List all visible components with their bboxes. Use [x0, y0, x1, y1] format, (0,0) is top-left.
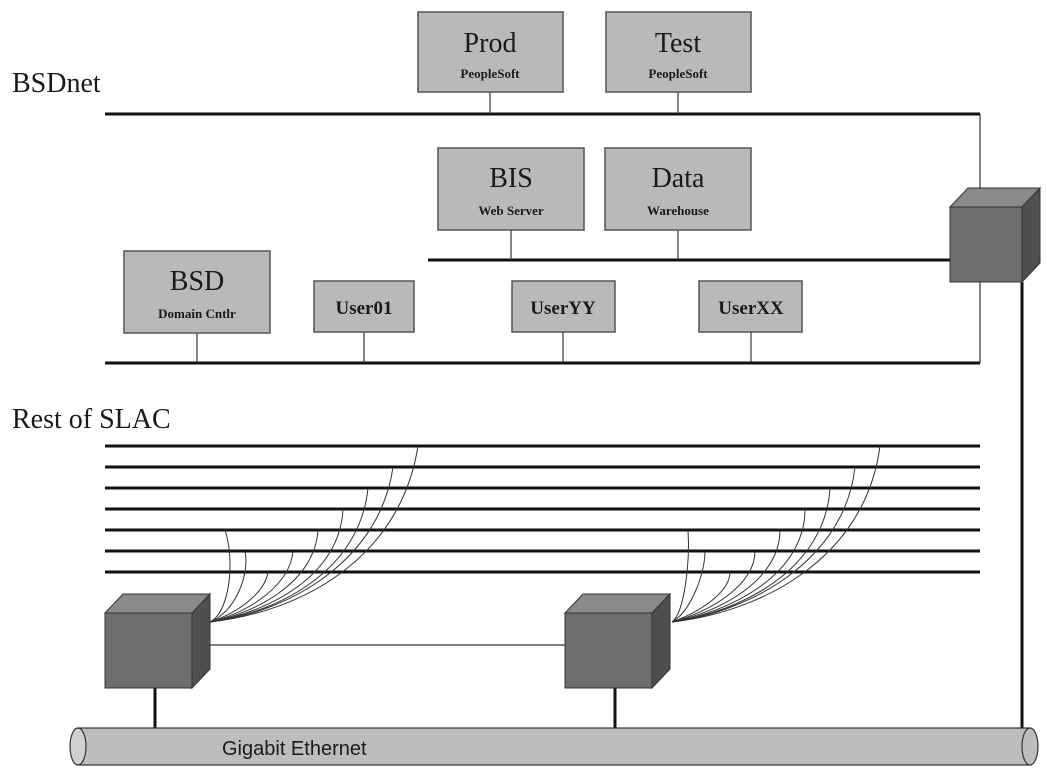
bis-server-title: BIS — [489, 163, 533, 194]
userxx-label: UserXX — [718, 298, 784, 319]
bis-web-server: BIS Web Server — [437, 147, 585, 260]
bis-server-subtitle: Web Server — [478, 203, 544, 218]
middle-slac-switch — [563, 592, 672, 730]
gigabit-ethernet-label: Gigabit Ethernet — [222, 738, 367, 760]
lower-bus — [105, 282, 981, 365]
useryy-workstation: UserYY — [511, 280, 616, 363]
right-fiber-fanout — [671, 445, 881, 623]
slac-buses — [105, 444, 980, 574]
data-server-title: Data — [652, 163, 705, 194]
bsdnet-switch — [948, 186, 1042, 730]
bsd-server-subtitle: Domain Cntlr — [158, 306, 236, 321]
userxx-workstation: UserXX — [698, 280, 803, 363]
bsd-domain-controller: BSD Domain Cntlr — [123, 250, 271, 363]
left-slac-switch — [103, 592, 212, 730]
left-fiber-fanout — [209, 445, 419, 623]
user01-label: User01 — [336, 298, 393, 319]
user01-workstation: User01 — [313, 280, 415, 363]
gigabit-ethernet-backbone: Gigabit Ethernet — [69, 727, 1039, 766]
rest-of-slac-label: Rest of SLAC — [12, 404, 171, 435]
test-server-subtitle: PeopleSoft — [648, 66, 708, 81]
data-server-subtitle: Warehouse — [647, 203, 709, 218]
test-server-title: Test — [655, 28, 701, 59]
prod-server-subtitle: PeopleSoft — [460, 66, 520, 81]
prod-server-title: Prod — [464, 28, 517, 59]
data-warehouse-server: Data Warehouse — [604, 147, 752, 260]
test-server: Test PeopleSoft — [605, 11, 752, 114]
bsdnet-label: BSDnet — [12, 68, 101, 99]
bsdnet-top-bus — [105, 112, 981, 195]
useryy-label: UserYY — [530, 298, 596, 319]
bsd-server-title: BSD — [170, 266, 224, 297]
prod-server: Prod PeopleSoft — [417, 11, 564, 114]
